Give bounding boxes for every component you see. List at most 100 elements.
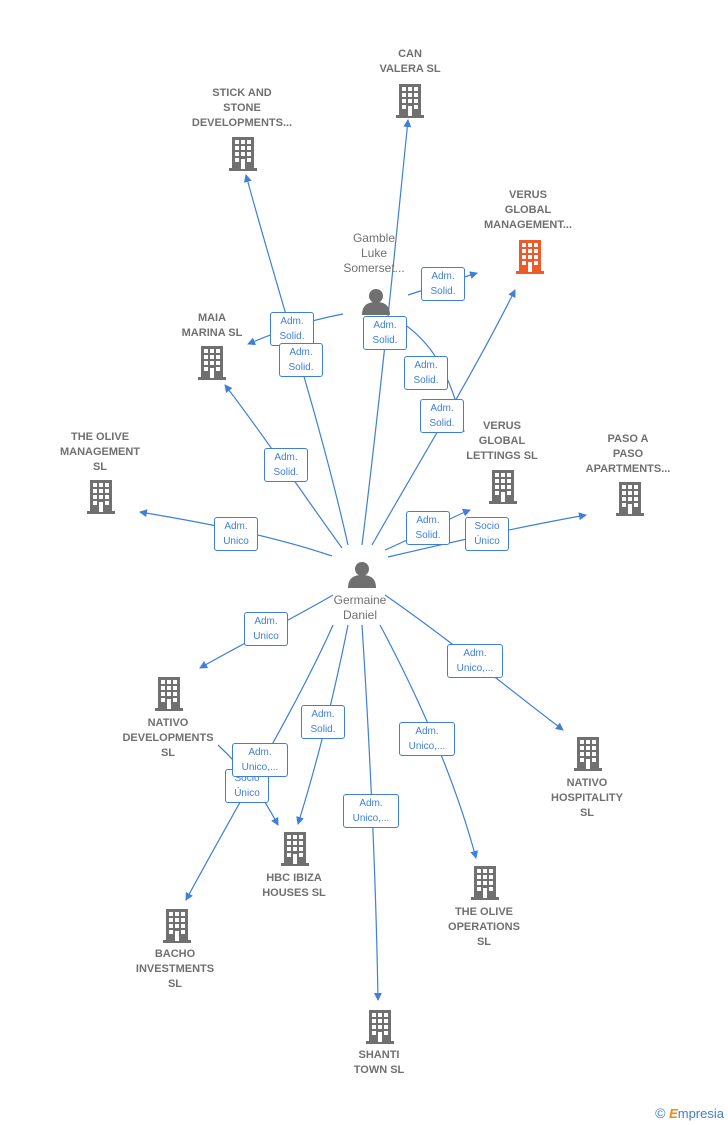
gamble-line: Gamble (352, 231, 396, 245)
verus-global-line: VERUS (509, 189, 547, 201)
nativo-hosp-building-icon[interactable] (574, 737, 602, 771)
germaine-line: Germaine (333, 593, 387, 607)
nativo-dev-line: DEVELOPMENTS (122, 732, 214, 744)
edge-label-line: Solid. (310, 724, 336, 735)
verus-lettings-line: GLOBAL (478, 435, 526, 447)
olive-ops-line: OPERATIONS (448, 921, 520, 933)
olive-mgmt-building-icon[interactable] (87, 480, 115, 514)
edge-label-line: Solid. (413, 375, 439, 386)
copyright-icon: © (655, 1105, 666, 1121)
edge-label-germaine-nativo-hosp: Adm. Unico,... (447, 644, 503, 678)
edge-label-germaine-shanti: Adm. Unico,... (343, 794, 399, 828)
nativo-dev-line: NATIVO (147, 717, 189, 729)
edge-label-line: Adm. (373, 320, 397, 331)
hbc-ibiza-line: HOUSES SL (262, 887, 326, 899)
gamble-person-icon[interactable] (362, 289, 390, 315)
bacho-line: SL (167, 978, 183, 990)
olive-mgmt-label[interactable]: THE OLIVE MANAGEMENT SL (60, 430, 140, 475)
verus-lettings-building-icon[interactable] (489, 470, 517, 504)
olive-mgmt-line: SL (92, 461, 108, 473)
bacho-line: BACHO (154, 948, 196, 960)
hbc-ibiza-label[interactable]: HBC IBIZA HOUSES SL (262, 871, 326, 901)
stick-stone-label[interactable]: STICK AND STONE DEVELOPMENTS... (192, 86, 292, 131)
maia-marina-line: MAIA (197, 312, 227, 324)
olive-ops-line: THE OLIVE (454, 906, 514, 918)
nativo-dev-label[interactable]: NATIVO DEVELOPMENTS SL (122, 716, 213, 761)
olive-mgmt-line: MANAGEMENT (59, 446, 141, 458)
edge-label-line: Solid. (415, 530, 441, 541)
olive-ops-building-icon[interactable] (471, 866, 499, 900)
edge-label-line: Adm. (224, 521, 248, 532)
verus-global-label[interactable]: VERUS GLOBAL MANAGEMENT... (484, 188, 572, 233)
edge-label-line: Solid. (273, 467, 299, 478)
shanti-label[interactable]: SHANTI TOWN SL (354, 1048, 405, 1078)
verus-global-line: GLOBAL (504, 204, 552, 216)
can-valera-line: CAN (398, 48, 422, 60)
edge-label-germaine-stick: Adm. Solid. (279, 343, 323, 377)
edge-label-line: Adm. (416, 515, 440, 526)
nativo-hosp-line: SL (579, 807, 595, 819)
stick-stone-line: DEVELOPMENTS... (191, 117, 293, 129)
gamble-line: Somerset... (343, 261, 405, 275)
shanti-line: SHANTI (358, 1049, 400, 1061)
bacho-label[interactable]: BACHO INVESTMENTS SL (136, 947, 214, 992)
shanti-line: TOWN SL (353, 1064, 405, 1076)
paso-label[interactable]: PASO A PASO APARTMENTS... (586, 432, 671, 477)
maia-marina-label[interactable]: MAIA MARINA SL (182, 311, 243, 341)
can-valera-line: VALERA SL (379, 63, 441, 75)
edge-label-line: Unico,... (456, 663, 494, 674)
edge-label-line: Unico (223, 536, 249, 547)
nativo-dev-line: SL (160, 747, 176, 759)
germaine-line: Daniel (342, 608, 378, 622)
shanti-building-icon[interactable] (366, 1010, 394, 1044)
bacho-building-icon[interactable] (163, 909, 191, 943)
nativo-dev-building-icon[interactable] (155, 677, 183, 711)
edge-label-germaine-paso: Socio Único (465, 517, 509, 551)
olive-ops-label[interactable]: THE OLIVE OPERATIONS SL (448, 905, 520, 950)
edge-label-line: Adm. (311, 709, 335, 720)
stick-stone-line: STICK AND (212, 87, 272, 99)
edge-label-germaine-hbc-solid: Adm. Solid. (301, 705, 345, 739)
edge-label-line: Solid. (372, 335, 398, 346)
verus-global-building-icon[interactable] (516, 240, 544, 274)
paso-line: APARTMENTS... (585, 463, 671, 475)
edge-label-line: Unico,... (408, 741, 446, 752)
edge-label-germaine-olive-mgmt: Adm. Unico (214, 517, 258, 551)
edge-label-germaine-verus: Adm. Solid. (420, 399, 464, 433)
brand-name: mpresia (677, 1106, 724, 1121)
edge-label-line: Solid. (429, 418, 455, 429)
paso-building-icon[interactable] (616, 482, 644, 516)
hbc-ibiza-building-icon[interactable] (281, 832, 309, 866)
edge-label-line: Adm. (280, 316, 304, 327)
edge-label-line: Solid. (430, 286, 456, 297)
edge-label-line: Único (234, 788, 260, 799)
edge-label-line: Socio (474, 521, 500, 532)
edge-label-gamble-maia: Adm. Solid. (270, 312, 314, 346)
maia-marina-building-icon[interactable] (198, 346, 226, 380)
verus-global-line: MANAGEMENT... (484, 219, 572, 231)
can-valera-building-icon[interactable] (396, 84, 424, 118)
edge-label-germaine-lettings: Adm. Solid. (406, 511, 450, 545)
brand-initial: E (669, 1106, 678, 1121)
edge-label-gamble-lettings: Adm. Solid. (404, 356, 448, 390)
paso-line: PASO (612, 448, 644, 460)
gamble-label[interactable]: Gamble Luke Somerset... (343, 231, 404, 276)
nativo-hosp-label[interactable]: NATIVO HOSPITALITY SL (551, 776, 623, 821)
edge-label-line: Adm. (274, 452, 298, 463)
verus-lettings-line: VERUS (483, 420, 521, 432)
verus-lettings-label[interactable]: VERUS GLOBAL LETTINGS SL (466, 419, 538, 464)
edge-label-line: Unico,... (352, 813, 390, 824)
can-valera-label[interactable]: CAN VALERA SL (379, 47, 440, 77)
empresia-logo[interactable]: © Empresia (655, 1105, 724, 1121)
edge-label-germaine-hbc-unico: Adm. Unico,... (232, 743, 288, 777)
germaine-label[interactable]: Germaine Daniel (334, 593, 387, 623)
edge-label-germaine-maia: Adm. Solid. (264, 448, 308, 482)
stick-stone-building-icon[interactable] (229, 137, 257, 171)
edge-label-line: Adm. (254, 616, 278, 627)
germaine-person-icon[interactable] (348, 562, 376, 588)
maia-marina-line: MARINA SL (181, 327, 243, 339)
edge-label-line: Adm. (431, 271, 455, 282)
olive-ops-line: SL (476, 936, 492, 948)
bacho-line: INVESTMENTS (135, 963, 215, 975)
